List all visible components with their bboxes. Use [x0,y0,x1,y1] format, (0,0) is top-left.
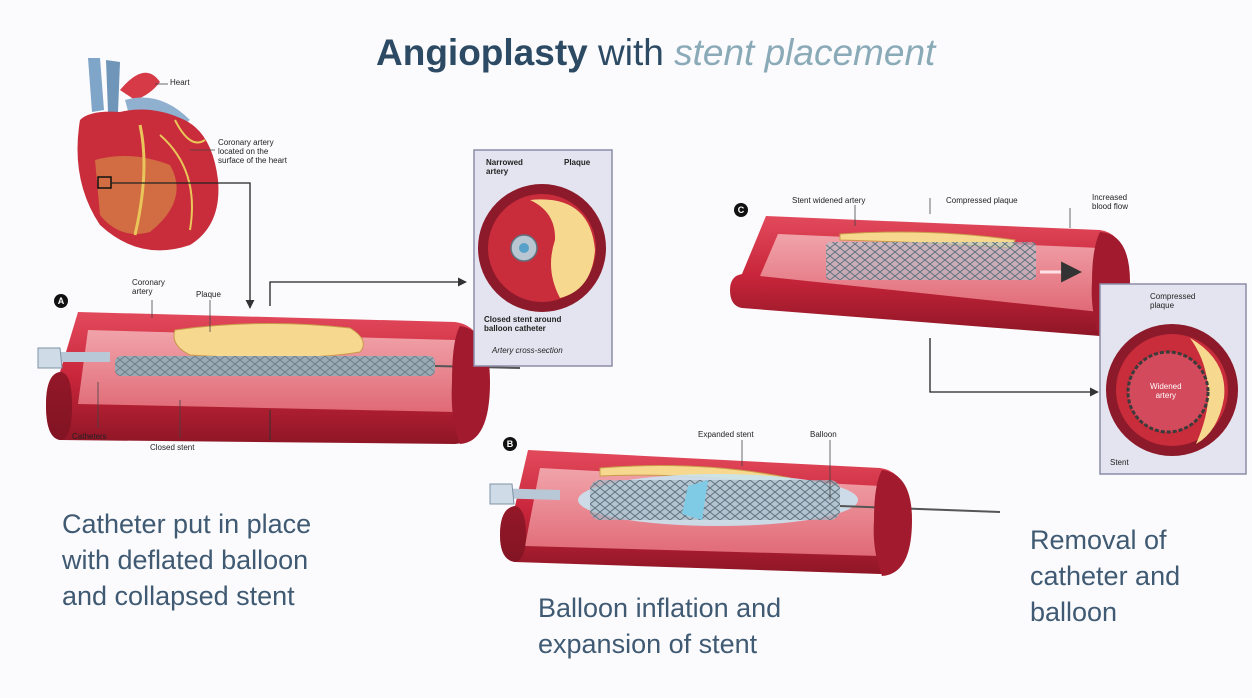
cross-section-a-box [474,150,612,366]
coronary-artery-location-label: Coronary artery located on the surface o… [218,138,287,165]
caption-line: catheter and [1030,558,1180,594]
caption-line: balloon [1030,594,1180,630]
title-italic: stent placement [674,32,935,73]
compressed-plaque-label-cross-c: Compressed plaque [1150,292,1195,310]
catheters-label: Catheters [72,432,107,441]
stent-label-cross-c: Stent [1110,458,1129,467]
heart-illustration [78,58,251,308]
vessel-b [490,450,1000,576]
label-line: Narrowed [486,158,523,167]
label-line: Closed stent around [484,315,561,324]
label-line: plaque [1150,301,1195,310]
caption-c: Removal of catheter and balloon [1030,522,1180,630]
heart-label: Heart [170,78,190,87]
label-line: artery [1150,391,1182,400]
plaque-label-a: Plaque [196,290,221,299]
label-line: located on the [218,147,287,156]
title-bold: Angioplasty [376,32,588,73]
narrowed-artery-label: Narrowed artery [486,158,523,176]
caption-a: Catheter put in place with deflated ball… [62,506,311,614]
label-line: balloon catheter [484,324,561,333]
label-line: Widened [1150,382,1182,391]
caption-b: Balloon inflation and expansion of stent [538,590,781,662]
label-line: Coronary artery [218,138,287,147]
label-line: surface of the heart [218,156,287,165]
page-title: Angioplasty with stent placement [376,32,935,74]
label-line: artery [486,167,523,176]
badge-b: B [503,437,517,451]
expanded-stent-label: Expanded stent [698,430,754,439]
stent-widened-artery-label: Stent widened artery [792,196,865,205]
caption-line: Catheter put in place [62,506,311,542]
closed-stent-around-label: Closed stent around balloon catheter [484,315,561,333]
label-line: Coronary [132,278,165,287]
balloon-label: Balloon [810,430,837,439]
title-plain: with [588,32,674,73]
increased-blood-flow-label: Increased blood flow [1092,193,1128,211]
caption-line: and collapsed stent [62,578,311,614]
vessel-c [730,216,1130,338]
closed-stent-label: Closed stent [150,443,194,452]
label-line: Increased [1092,193,1128,202]
caption-line: Removal of [1030,522,1180,558]
caption-line: with deflated balloon [62,542,311,578]
label-line: blood flow [1092,202,1128,211]
artery-cross-section-label: Artery cross-section [492,346,563,355]
badge-a: A [54,294,68,308]
badge-c: C [734,203,748,217]
widened-artery-label: Widened artery [1150,382,1182,400]
coronary-artery-label: Coronary artery [132,278,165,296]
plaque-label-cross-a: Plaque [564,158,590,167]
cross-section-c-box [1100,284,1246,474]
caption-line: Balloon inflation and [538,590,781,626]
vessel-a [38,312,520,444]
compressed-plaque-label-c: Compressed plaque [946,196,1018,205]
caption-line: expansion of stent [538,626,781,662]
label-line: Compressed [1150,292,1195,301]
label-line: artery [132,287,165,296]
